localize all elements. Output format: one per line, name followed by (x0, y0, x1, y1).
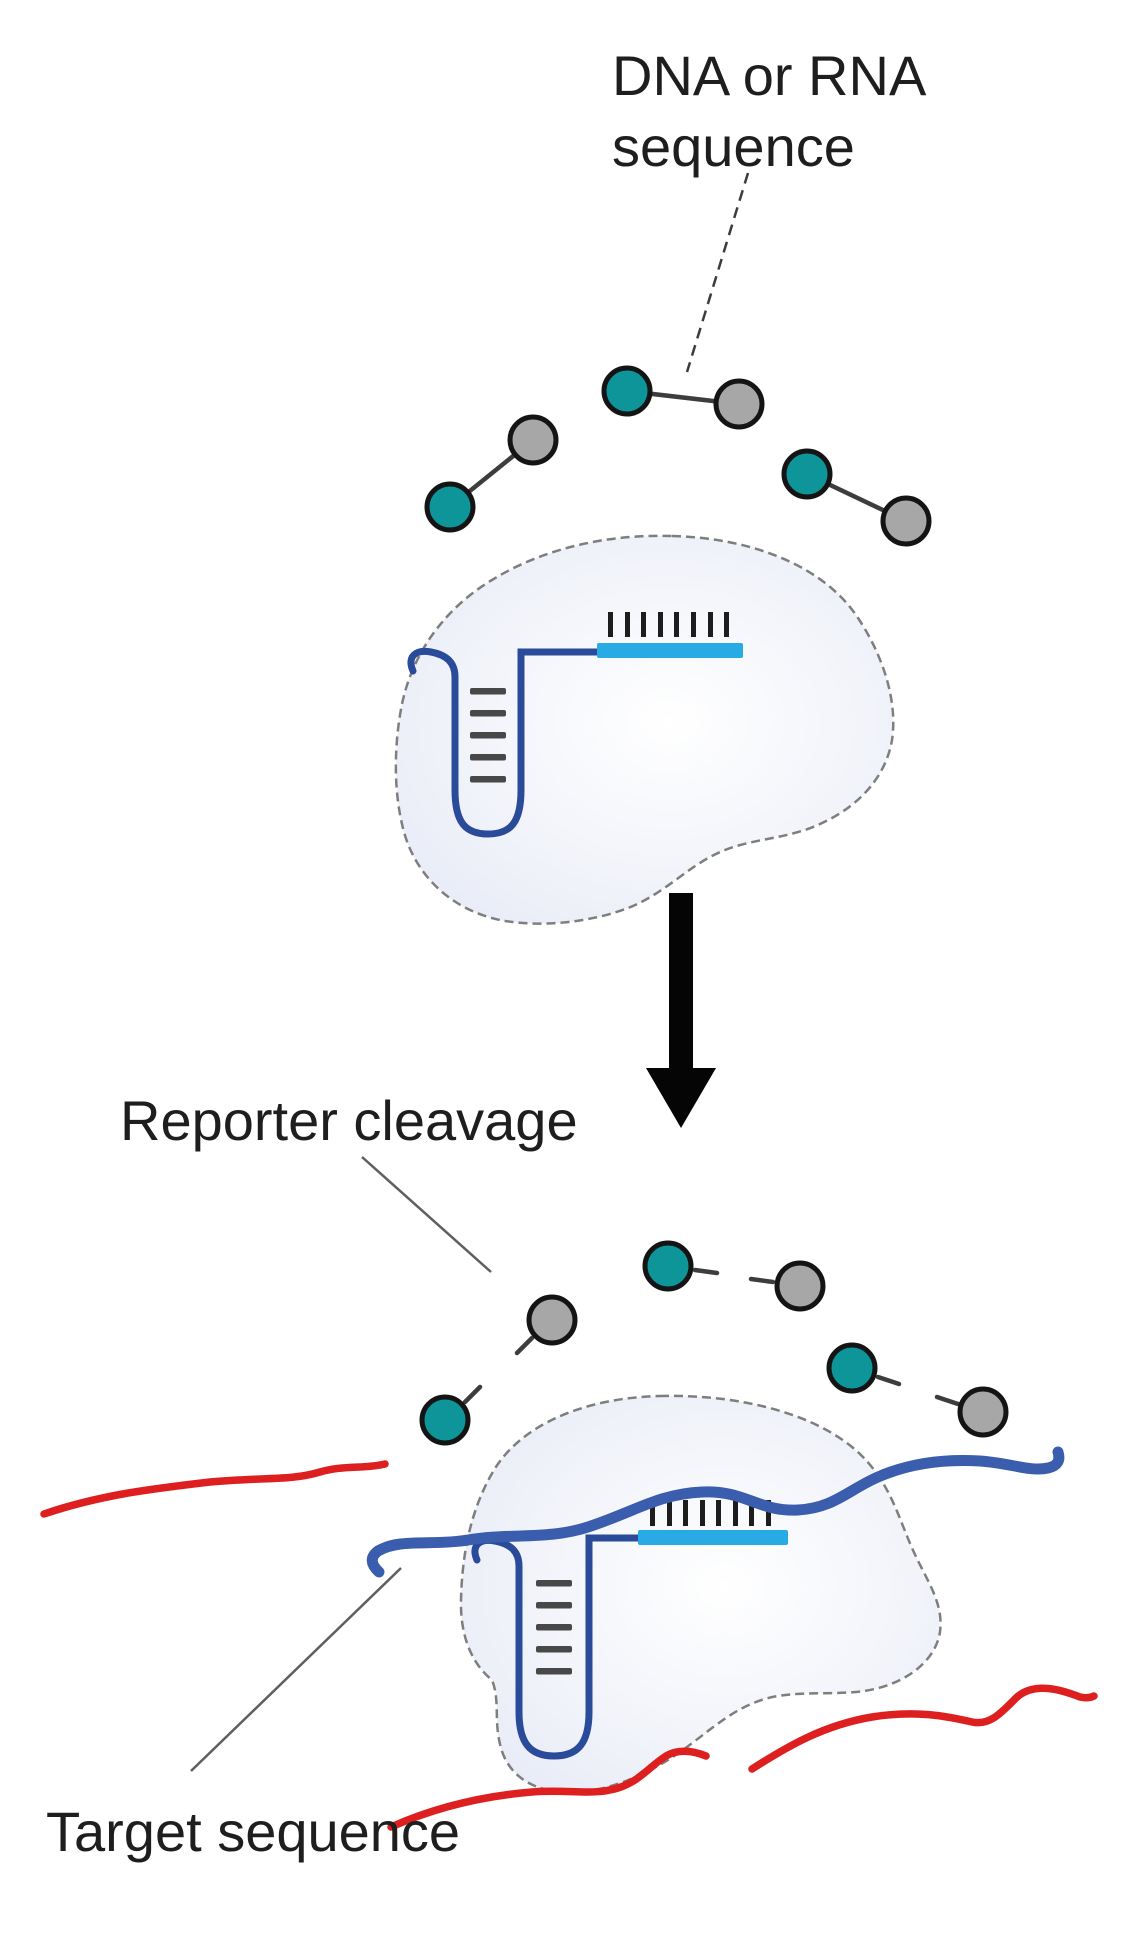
reporter-dye-teal (642, 1240, 694, 1292)
hairpin-basepair-rung (470, 710, 506, 717)
reporter-quencher-gray (957, 1386, 1009, 1438)
cleaved-rna-red-right (748, 1684, 1098, 1773)
binding-tick (650, 1500, 655, 1526)
cleaved-linker-stub (462, 1384, 483, 1405)
reporter-quencher-gray (507, 414, 559, 466)
label-dna-or-rna-line1: DNA or RNA (612, 44, 927, 107)
reporter-quencher-gray (880, 495, 932, 547)
reporter-dye-teal (781, 448, 833, 500)
reporter-quencher-gray (526, 1294, 578, 1346)
hairpin-basepair-rung (470, 754, 506, 761)
binding-tick (608, 612, 613, 637)
binding-tick (716, 1500, 721, 1526)
binding-tick (733, 1500, 738, 1526)
label-dna-or-rna-sequence: DNA or RNA sequence (612, 40, 926, 182)
binding-tick (674, 612, 679, 637)
binding-tick (641, 612, 646, 637)
leader-line-reporter-cleavage (361, 1156, 492, 1273)
cas-protein-blob-top (394, 534, 895, 925)
hairpin-basepair-rung (470, 776, 506, 783)
binding-tick (749, 1500, 754, 1526)
binding-tick (625, 612, 630, 637)
leader-line-target-sequence (190, 1567, 402, 1772)
binding-tick (683, 1500, 688, 1526)
reporter-dye-teal (826, 1342, 878, 1394)
diagram-shapes (40, 172, 1098, 1831)
binding-tick (766, 1500, 771, 1526)
binding-tick (708, 612, 713, 637)
cleaved-rna-red-left (40, 1460, 389, 1518)
label-dna-or-rna-line2: sequence (612, 115, 855, 178)
target-strand-blue (366, 1446, 1065, 1578)
binding-tick (658, 612, 663, 637)
downward-arrow (646, 893, 716, 1128)
reporter-quencher-gray (774, 1260, 826, 1312)
guide-rna-hairpin-top (407, 647, 616, 838)
binding-tick (691, 612, 696, 637)
target-binding-bar-bottom (638, 1530, 788, 1545)
hairpin-basepair-rung (536, 1580, 572, 1587)
reporter-dye-teal (419, 1394, 471, 1446)
reporter-quencher-gray (713, 378, 765, 430)
cleaved-linker-stub (514, 1335, 535, 1356)
reporter-dye-teal (601, 365, 653, 417)
cleaved-linker-stub (748, 1276, 776, 1285)
hairpin-basepair-rung (470, 688, 506, 695)
hairpin-basepair-rung (536, 1646, 572, 1653)
hairpin-basepair-rung (536, 1668, 572, 1675)
cleaved-linker-stub (692, 1267, 720, 1276)
cas-protein-blob-bottom (459, 1394, 942, 1794)
binding-tick (700, 1500, 705, 1526)
hairpin-basepair-rung (470, 732, 506, 739)
binding-tick (724, 612, 729, 637)
label-target-sequence: Target sequence (46, 1800, 461, 1863)
hairpin-basepair-rung (536, 1624, 572, 1631)
cleaved-linker-stub (875, 1374, 902, 1387)
target-binding-bar-top (597, 643, 743, 658)
cleaved-rna-red-bottom (387, 1747, 710, 1831)
binding-tick (667, 1500, 672, 1526)
leader-line-dna-label (685, 172, 750, 373)
cleaved-linker-stub (934, 1394, 961, 1407)
reporter-dye-teal (424, 481, 476, 533)
label-reporter-cleavage: Reporter cleavage (120, 1089, 578, 1152)
hairpin-basepair-rung (536, 1602, 572, 1609)
